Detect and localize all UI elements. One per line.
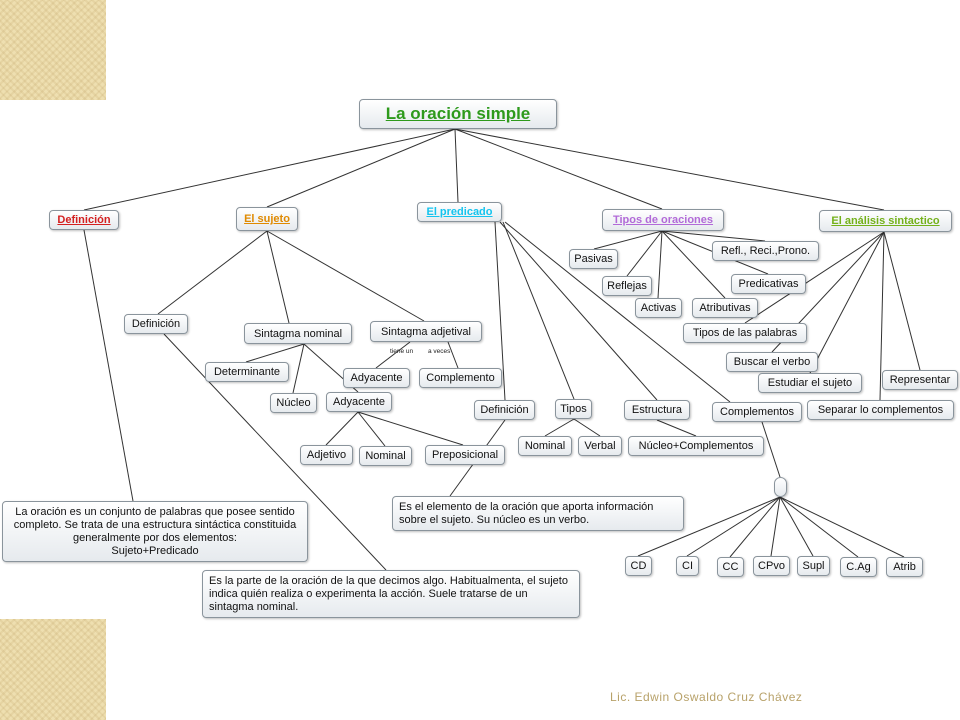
connector-line	[499, 221, 658, 401]
connector-line	[163, 333, 387, 571]
predicado-verbal[interactable]: Verbal	[578, 436, 622, 456]
connector-line	[357, 411, 464, 446]
connector-line	[454, 128, 459, 203]
connector-line	[504, 221, 731, 403]
complement-cag[interactable]: C.Ag	[840, 557, 877, 577]
connector-line	[779, 496, 814, 557]
definicion-text-box[interactable]: La oración es un conjunto de palabras qu…	[2, 501, 308, 562]
connector-line	[744, 231, 885, 324]
connector-line	[573, 418, 601, 437]
complement-cpvo[interactable]: CPvo	[753, 556, 790, 576]
connector-line	[266, 230, 425, 322]
adyacente-sa[interactable]: Adyacente	[343, 368, 410, 388]
connector-line	[686, 496, 781, 557]
tipo-predicativas[interactable]: Predicativas	[731, 274, 806, 294]
sujeto-definicion-text[interactable]: Es la parte de la oración de la que deci…	[202, 570, 580, 618]
tipo-atributivas[interactable]: Atributivas	[692, 298, 758, 318]
tipo-activas[interactable]: Activas	[635, 298, 682, 318]
predicado-estructura[interactable]: Estructura	[624, 400, 690, 420]
sintagma-nominal[interactable]: Sintagma nominal	[244, 323, 352, 344]
connector-line	[266, 128, 456, 208]
connector-line	[637, 496, 781, 557]
connector-line	[626, 230, 663, 277]
connector-line	[809, 231, 885, 374]
connector-line	[502, 221, 575, 400]
label-a-veces: a veces	[428, 348, 451, 355]
tipo-reflejas[interactable]: Reflejas	[602, 276, 652, 296]
connector-line	[266, 230, 290, 324]
connector-line	[779, 496, 905, 558]
complement-atrib[interactable]: Atrib	[886, 557, 923, 577]
nominal-adyacente[interactable]: Nominal	[359, 446, 412, 466]
nucleo[interactable]: Núcleo	[270, 393, 317, 413]
connector-line	[292, 343, 305, 394]
predicado-definicion-text[interactable]: Es el elemento de la oración que aporta …	[392, 496, 684, 531]
complement-ci[interactable]: CI	[676, 556, 699, 576]
tipo-refl-reci-prono[interactable]: Refl., Reci.,Prono.	[712, 241, 819, 261]
analisis-buscar-el-verbo[interactable]: Buscar el verbo	[726, 352, 818, 372]
connector-line	[544, 418, 575, 437]
nucleo-complementos[interactable]: Núcleo+Complementos	[628, 436, 764, 456]
decorative-texture-top	[0, 0, 106, 100]
connector-line	[494, 221, 506, 401]
connector-line	[157, 230, 268, 315]
connector-line	[454, 128, 663, 210]
complementos-hub-connector	[774, 477, 787, 497]
root-node-title[interactable]: La oración simple	[359, 99, 557, 129]
connector-line	[661, 230, 726, 299]
connector-line	[779, 496, 859, 558]
analisis-separar-lo-complementos[interactable]: Separar lo complementos	[807, 400, 954, 420]
predicado-nominal[interactable]: Nominal	[518, 436, 572, 456]
connector-line	[245, 343, 305, 363]
label-tiene-un: tiene un	[390, 348, 414, 355]
decorative-texture-bottom	[0, 619, 106, 720]
connector-line	[879, 231, 885, 401]
predicado-definicion[interactable]: Definición	[474, 400, 535, 420]
tipo-pasivas[interactable]: Pasivas	[569, 249, 618, 269]
connector-line	[770, 496, 781, 557]
branch-tipos-de-oraciones[interactable]: Tipos de oraciones	[602, 209, 724, 231]
preposicional[interactable]: Preposicional	[425, 445, 505, 465]
connector-line	[656, 419, 697, 437]
connector-line	[454, 128, 885, 211]
connector-line	[657, 230, 663, 299]
connector-line	[375, 341, 411, 369]
complement-cd[interactable]: CD	[625, 556, 652, 576]
determinante[interactable]: Determinante	[205, 362, 289, 382]
complement-supl[interactable]: Supl	[797, 556, 830, 576]
author-footer: Lic. Edwin Oswaldo Cruz Chávez	[610, 690, 803, 704]
definicion-text-line2: Sujeto+Predicado	[111, 544, 199, 557]
connector-line	[447, 341, 459, 369]
analisis-representar[interactable]: Representar	[882, 370, 958, 390]
branch-analisis-sintactico[interactable]: El análisis sintactico	[819, 210, 952, 232]
connector-line	[83, 128, 456, 211]
adjetivo[interactable]: Adjetivo	[300, 445, 353, 465]
sintagma-adjetival[interactable]: Sintagma adjetival	[370, 321, 482, 342]
connector-line	[729, 496, 781, 558]
connector-line	[593, 230, 663, 250]
connector-line	[325, 411, 359, 446]
connector-line	[83, 229, 134, 502]
sujeto-definicion[interactable]: Definición	[124, 314, 188, 334]
branch-definicion[interactable]: Definición	[49, 210, 119, 230]
complementos[interactable]: Complementos	[712, 402, 802, 422]
branch-predicado[interactable]: El predicado	[417, 202, 502, 222]
branch-sujeto[interactable]: El sujeto	[236, 207, 298, 231]
connector-line	[883, 231, 921, 371]
connector-line	[661, 230, 766, 242]
definicion-text-line1: La oración es un conjunto de palabras qu…	[13, 505, 297, 544]
complement-cc[interactable]: CC	[717, 557, 744, 577]
connector-line	[357, 411, 386, 447]
connector-line	[761, 421, 781, 478]
complemento-sa[interactable]: Complemento	[419, 368, 502, 388]
analisis-tipos-de-las-palabras[interactable]: Tipos de las palabras	[683, 323, 807, 343]
adyacente-sn[interactable]: Adyacente	[326, 392, 392, 412]
analisis-estudiar-el-sujeto[interactable]: Estudiar el sujeto	[758, 373, 862, 393]
predicado-tipos[interactable]: Tipos	[555, 399, 592, 419]
